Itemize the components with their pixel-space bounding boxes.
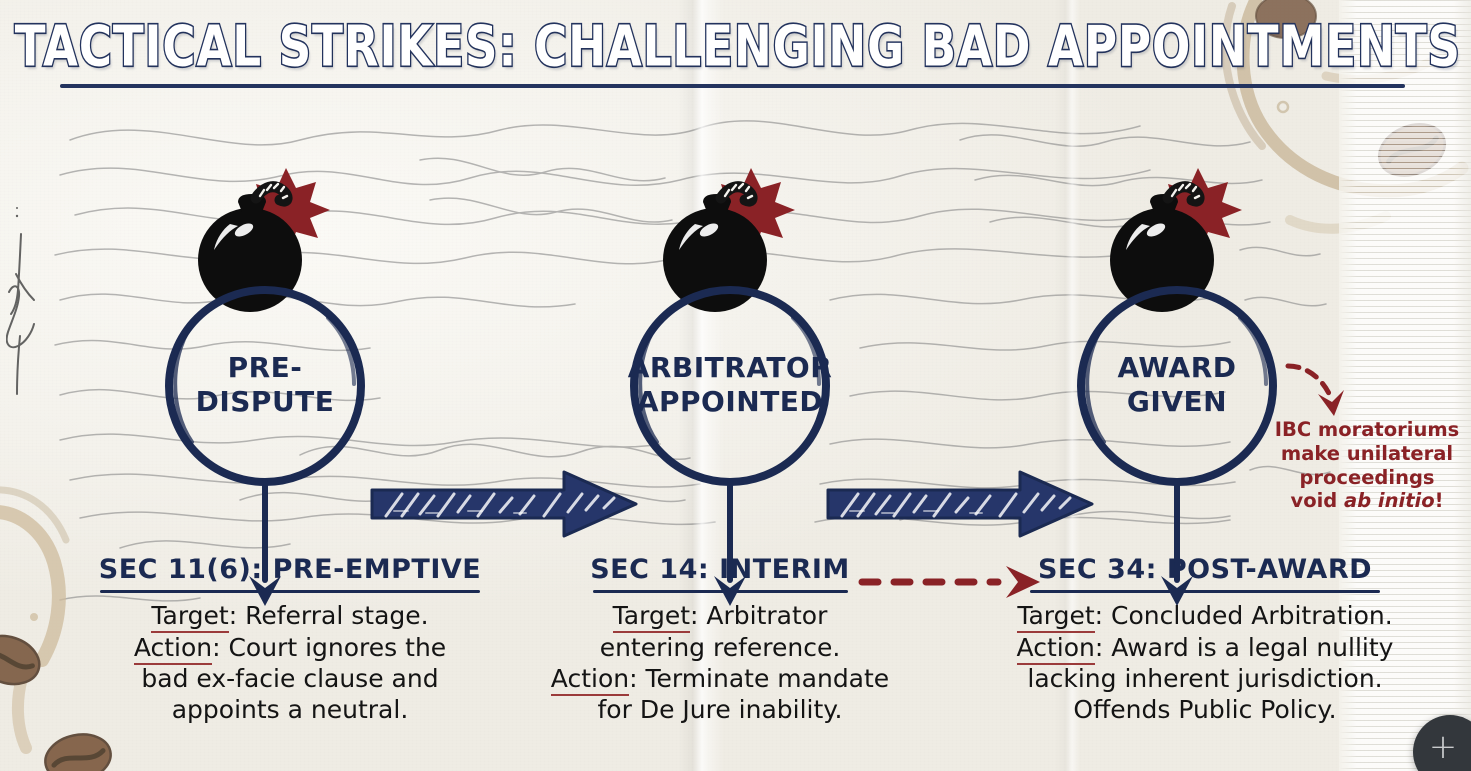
action-text: : Court ignores the: [212, 632, 447, 662]
action-line: Action: Court ignores the: [60, 632, 520, 665]
block-arrow-right-icon-1: [370, 470, 638, 538]
annotation-line-1: IBC moratoriums: [1274, 418, 1460, 441]
column-heading-rule: [1030, 590, 1380, 594]
flow-node-award-given[interactable]: AWARD GIVEN: [1072, 168, 1282, 606]
annotation-line-4-prefix: void: [1290, 489, 1345, 513]
paper-corrugated-edge: [1339, 0, 1471, 771]
column-heading-rule: [592, 590, 848, 594]
page-title-container: TACTICAL STRIKES: CHALLENGING BAD APPOIN…: [0, 16, 1471, 75]
target-text: : Concluded Arbitration.: [1094, 601, 1393, 631]
column-sec-14: SEC 14: INTERIM Target: Arbitrator enter…: [520, 554, 920, 725]
page-title: TACTICAL STRIKES: CHALLENGING BAD APPOIN…: [13, 13, 1461, 79]
action-text: : Award is a legal nullity: [1094, 632, 1394, 662]
target-label: Target: [612, 601, 690, 634]
bomb-icon: [198, 168, 330, 312]
action-cont-line-2: Offends Public Policy.: [1073, 695, 1337, 725]
block-arrow-right-icon-2: [826, 470, 1094, 538]
action-label: Action: [550, 663, 630, 696]
node-circle-outline: [1077, 286, 1277, 486]
action-line: Action: Award is a legal nullity: [970, 632, 1440, 665]
column-heading-sec-14: SEC 14: INTERIM: [590, 554, 850, 585]
paper-crease-right: [1054, 0, 1080, 771]
action-text: : Terminate mandate: [629, 663, 890, 693]
action-label: Action: [1016, 632, 1095, 665]
target-cont-line-1: entering reference.: [599, 632, 841, 662]
column-sec-34: SEC 34: POST-AWARD Target: Concluded Arb…: [970, 554, 1440, 725]
node-circle-outline: [630, 286, 830, 486]
annotation-line-4-italic: ab initio: [1344, 489, 1435, 513]
target-text: : Arbitrator: [690, 601, 828, 631]
annotation-line-3: proceedings: [1299, 465, 1435, 489]
annotation-line-4: void ab initio!: [1268, 489, 1466, 513]
column-body-sec-14: Target: Arbitrator entering reference. A…: [520, 600, 920, 725]
flow-diagram: PRE- DISPUTE: [0, 120, 1471, 606]
paper-crease-center: [678, 0, 724, 771]
flow-node-arbitrator-appointed[interactable]: ARBITRATOR APPOINTED: [625, 168, 835, 606]
dashed-curved-arrow-icon: [1285, 363, 1344, 416]
bomb-icon: [1110, 168, 1242, 312]
column-body-sec-11-6: Target: Referral stage. Action: Court ig…: [60, 600, 520, 725]
column-heading-sec-11-6: SEC 11(6): PRE-EMPTIVE: [98, 554, 482, 585]
column-heading-sec-34: SEC 34: POST-AWARD: [1037, 554, 1373, 585]
target-line: Target: Concluded Arbitration.: [970, 600, 1440, 634]
action-cont-line-1: bad ex-facie clause and: [141, 663, 439, 693]
target-label: Target: [151, 601, 229, 634]
bomb-icon: [663, 168, 795, 312]
annotation-line-2: make unilateral: [1280, 441, 1454, 465]
strategy-columns: SEC 11(6): PRE-EMPTIVE Target: Referral …: [0, 554, 1471, 771]
action-cont-line-2: appoints a neutral.: [171, 695, 409, 725]
action-label: Action: [133, 632, 213, 665]
handwriting-mark: [6, 207, 35, 395]
annotation-line-4-suffix: !: [1434, 489, 1444, 513]
ibc-annotation: IBC moratoriums make unilateral proceedi…: [1268, 418, 1466, 513]
target-label: Target: [1017, 601, 1095, 634]
column-body-sec-34: Target: Concluded Arbitration. Action: A…: [970, 600, 1440, 725]
node-circle-outline: [165, 286, 365, 486]
target-line: Target: Arbitrator: [520, 600, 920, 634]
action-cont-line-1: lacking inherent jurisdiction.: [1027, 663, 1383, 693]
action-cont-line-1: for De Jure inability.: [597, 695, 843, 725]
column-heading-rule: [100, 590, 480, 594]
plus-icon: +: [1428, 727, 1458, 767]
title-underline-rule: [60, 84, 1405, 88]
column-sec-11-6: SEC 11(6): PRE-EMPTIVE Target: Referral …: [60, 554, 520, 725]
flow-node-pre-dispute[interactable]: PRE- DISPUTE: [160, 168, 370, 606]
target-text: : Referral stage.: [228, 601, 429, 631]
dashed-arrow-right-icon: [858, 566, 1040, 598]
target-line: Target: Referral stage.: [60, 600, 520, 634]
action-line: Action: Terminate mandate: [520, 663, 920, 696]
